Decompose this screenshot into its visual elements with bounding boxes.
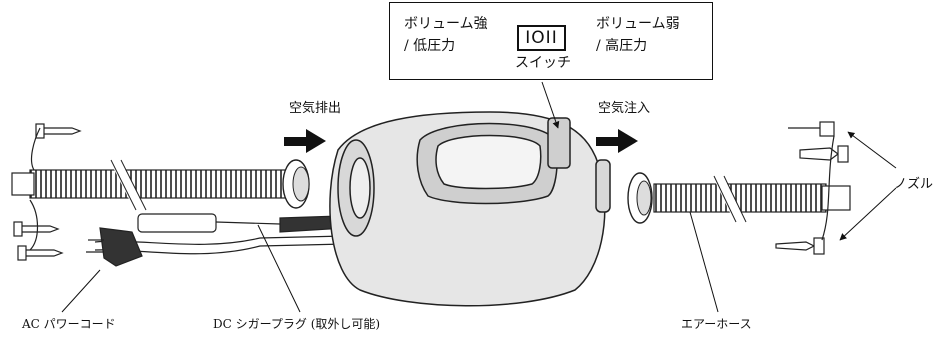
switch-symbol-icon: IOII xyxy=(517,25,566,51)
switch-pointer xyxy=(541,81,560,129)
nozzle-pointer-top xyxy=(847,131,897,169)
inflate-arrow-icon xyxy=(596,129,638,153)
high-pressure-label: / 高圧力 xyxy=(596,38,648,54)
switch-symbol-text: IOII xyxy=(525,28,558,48)
pump-body xyxy=(329,111,611,307)
volume-high-label: ボリューム強 xyxy=(404,16,488,32)
right-nozzles xyxy=(775,121,849,255)
low-pressure-label: / 低圧力 xyxy=(404,38,456,54)
ac-power-cord-label: AC パワーコード xyxy=(22,317,116,331)
dc-cigar-plug-label: DC シガープラグ (取外し可能) xyxy=(213,317,381,331)
exhaust-label: 空気排出 xyxy=(289,101,342,116)
dc-cigar-plug xyxy=(137,213,347,313)
volume-low-label: ボリューム弱 xyxy=(596,16,680,32)
nozzle-label: ノズル xyxy=(894,177,934,192)
right-hose xyxy=(627,172,851,313)
switch-caption: スイッチ xyxy=(515,55,571,71)
air-hose-label: エアーホース xyxy=(681,317,752,331)
switch-info-panel: ボリューム強 / 低圧力 IOII スイッチ ボリューム弱 / 高圧力 xyxy=(389,2,713,80)
ac-power-cord xyxy=(61,227,346,313)
left-hose xyxy=(11,157,310,213)
nozzle-pointer-bottom xyxy=(839,187,897,241)
inflate-label: 空気注入 xyxy=(598,101,651,116)
left-nozzles xyxy=(13,123,82,261)
exhaust-arrow-icon xyxy=(284,129,326,153)
